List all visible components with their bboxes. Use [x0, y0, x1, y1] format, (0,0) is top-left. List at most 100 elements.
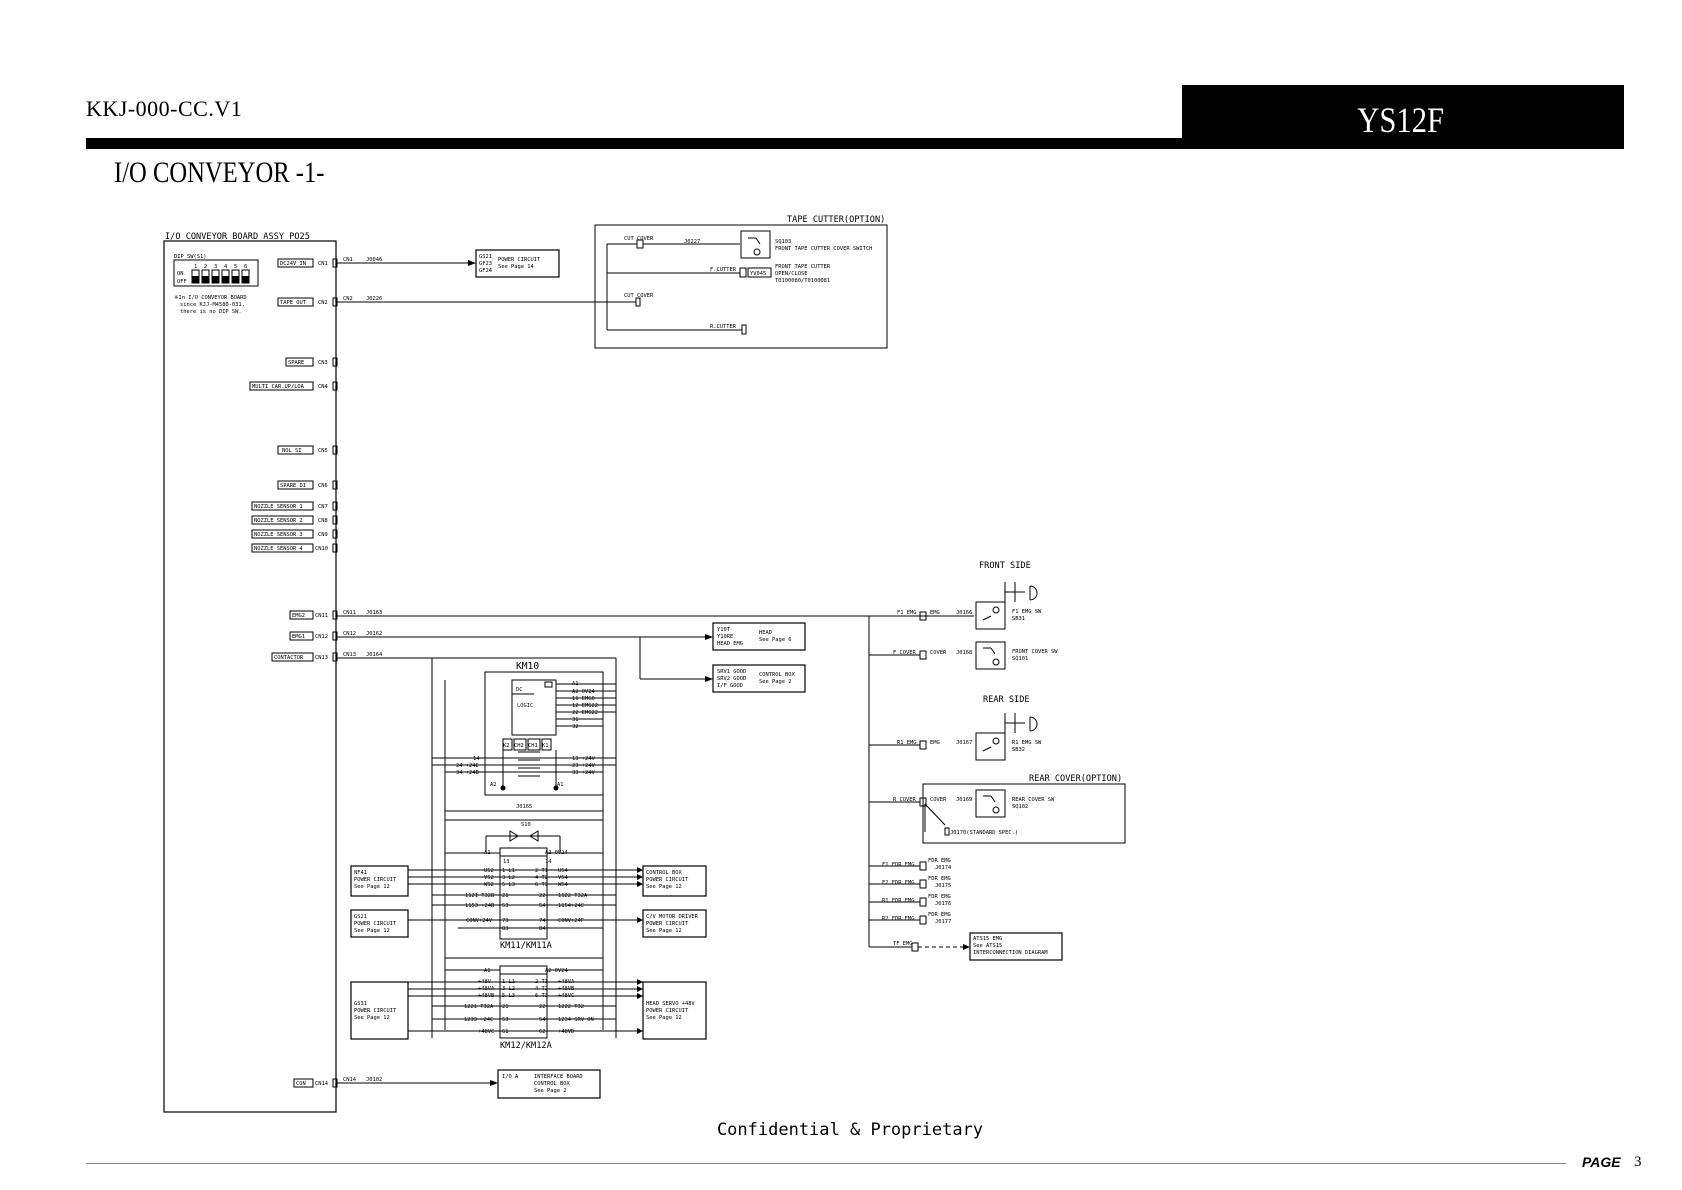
ref-page: See Page 2	[759, 679, 791, 685]
label: R.CUTTER	[710, 324, 737, 330]
signal-cn: CN13	[315, 655, 328, 661]
ref-sub: POWER CIRCUIT	[646, 877, 689, 883]
km10-safety-relay: KM10 DC LOGIC K2 CH2 CH1 K1 A1 A2 0V24 1…	[432, 661, 616, 796]
ref-code: GS31	[354, 1001, 367, 1007]
pin-label: 62	[539, 1029, 546, 1035]
left-refs: NF41 POWER CIRCUIT See Page 12 GS21 POWE…	[350, 865, 409, 1040]
head-ref-box	[712, 622, 806, 651]
dip-num-6: 6	[244, 264, 247, 270]
pin-label: 32	[572, 724, 579, 730]
ref-sub: POWER CIRCUIT	[646, 921, 689, 927]
signal-label: EMG1	[292, 634, 305, 640]
tape-cutter-box	[594, 224, 888, 349]
dip-note-1: ※In I/O CONVEYOR BOARD	[174, 295, 247, 301]
signal-label: SPARE DI	[280, 483, 306, 489]
label: DC	[516, 687, 523, 693]
label: F COVER	[893, 650, 916, 656]
label: SB31	[1012, 616, 1025, 622]
signal-label: NOL SI	[282, 448, 301, 454]
pin-label: 21	[502, 1004, 509, 1010]
feeder-emg: F1 FDR EMG FDR EMG J0174 F2 FDR EMG FDR …	[869, 858, 951, 925]
jack-label: CN13	[343, 652, 356, 658]
label: FRONT TAPE CUTTER COVER SWITCH	[775, 246, 872, 252]
pin-label: 83	[502, 926, 509, 932]
cn14-wire: CN14 J0102 I/O A INTERFACE BOARD CONTROL…	[337, 1069, 601, 1099]
label: LOGIC	[517, 703, 533, 709]
signal-label: SPARE	[288, 360, 304, 366]
pin-label: 53	[502, 903, 509, 909]
label: SB32	[1012, 747, 1025, 753]
footer-rule	[86, 1163, 1566, 1164]
signal-label: EMG2	[292, 613, 305, 619]
left-ref-box	[350, 865, 409, 897]
label: J0227	[684, 239, 700, 245]
label: F1 FDR EMG	[882, 862, 914, 868]
dip-on-label: ON	[177, 271, 184, 277]
label: R1 FDR EMG	[882, 898, 914, 904]
model-name: YS12F	[1357, 100, 1444, 140]
dip-note-3: there is no DIP SW.	[180, 309, 242, 315]
header-rule	[86, 138, 1624, 149]
km12-title: KM12/KM12A	[500, 1041, 553, 1051]
pin-label: W52	[484, 882, 494, 888]
interface-ref-box	[497, 1069, 601, 1099]
jack-label: CN2	[343, 296, 353, 302]
pin-label: 22	[539, 893, 546, 899]
pin-label: 2 T1	[535, 868, 548, 874]
pin-label: 33 +24V	[572, 770, 595, 776]
pin-label: +48VC	[478, 1029, 494, 1035]
ref-page: See Page 12	[646, 884, 682, 890]
label: K1	[542, 743, 549, 749]
jack-label: CN12	[343, 631, 356, 637]
pin-label: 1122 T32A	[558, 893, 588, 899]
pin-label: 13 +24V	[572, 756, 595, 762]
signal-cn: CN10	[315, 546, 328, 552]
jack-label: J0163	[366, 610, 382, 616]
pin-label: 1221 T32A	[464, 1004, 494, 1010]
label: OPEN/CLOSE	[775, 271, 807, 277]
pin-label: +48VD	[558, 1029, 574, 1035]
signal-label: MULTI CAR.UP/LOA	[252, 384, 305, 390]
label: TF EMG	[893, 941, 912, 947]
label: COVER	[930, 797, 947, 803]
signal-cn: CN11	[315, 613, 328, 619]
label: J0168	[956, 650, 972, 656]
dip-num-1: 1	[194, 264, 197, 270]
page-number: 3	[1634, 1154, 1642, 1170]
label: FDR EMG	[928, 858, 951, 864]
label: CUT COVER	[624, 293, 654, 299]
ref-title: POWER CIRCUIT	[354, 1008, 397, 1014]
pin-label: 14	[545, 859, 552, 865]
signal-label: CON	[296, 1081, 306, 1087]
label: YV045	[750, 271, 766, 277]
label: SQ103	[775, 239, 791, 245]
pin-label: 1121 T32B	[465, 893, 494, 899]
pin-label: 1233 +24C	[464, 1017, 493, 1023]
pin-label: V52	[484, 875, 494, 881]
ref-code: GS21	[479, 254, 492, 260]
dip-note-2: since KJJ-M4580-031,	[180, 302, 245, 308]
label: SQ102	[1012, 804, 1028, 810]
label: J0167	[956, 740, 972, 746]
ref-code: HEAD EMG	[717, 641, 743, 647]
signal-label: DC24V IN	[280, 261, 306, 267]
label: F1 EMG SW	[1012, 609, 1042, 615]
dip-num-5: 5	[234, 264, 237, 270]
right-ref-box	[642, 981, 707, 1040]
ref-title: HEAD SERVO +48V	[646, 1001, 695, 1007]
j0165-s10: J0165 S10	[445, 804, 603, 852]
km11-contactor: A1 A2 0V24 13 14 U52 V52 W52 1121 T32B 1…	[408, 847, 643, 951]
ref-code: SRV1 GOOD	[717, 669, 746, 675]
document-code: KKJ-000-CC.V1	[86, 96, 243, 121]
label: FDR EMG	[928, 876, 951, 882]
pin-label: 1153 +24B	[465, 903, 494, 909]
pin-label: 53	[502, 1017, 509, 1023]
signal-cn: CN14	[315, 1081, 328, 1087]
pin-label: CONV+24F	[558, 918, 584, 924]
label: FDR EMG	[928, 894, 951, 900]
ref-page: See Page 12	[646, 928, 682, 934]
io-conveyor-board: I/O CONVEYOR BOARD ASSY PO25 DIP SW(S1) …	[163, 232, 338, 1113]
confidential-notice: Confidential & Proprietary	[716, 1120, 984, 1140]
label: J0165	[516, 804, 532, 810]
pin-label: 4 T2	[535, 875, 548, 881]
